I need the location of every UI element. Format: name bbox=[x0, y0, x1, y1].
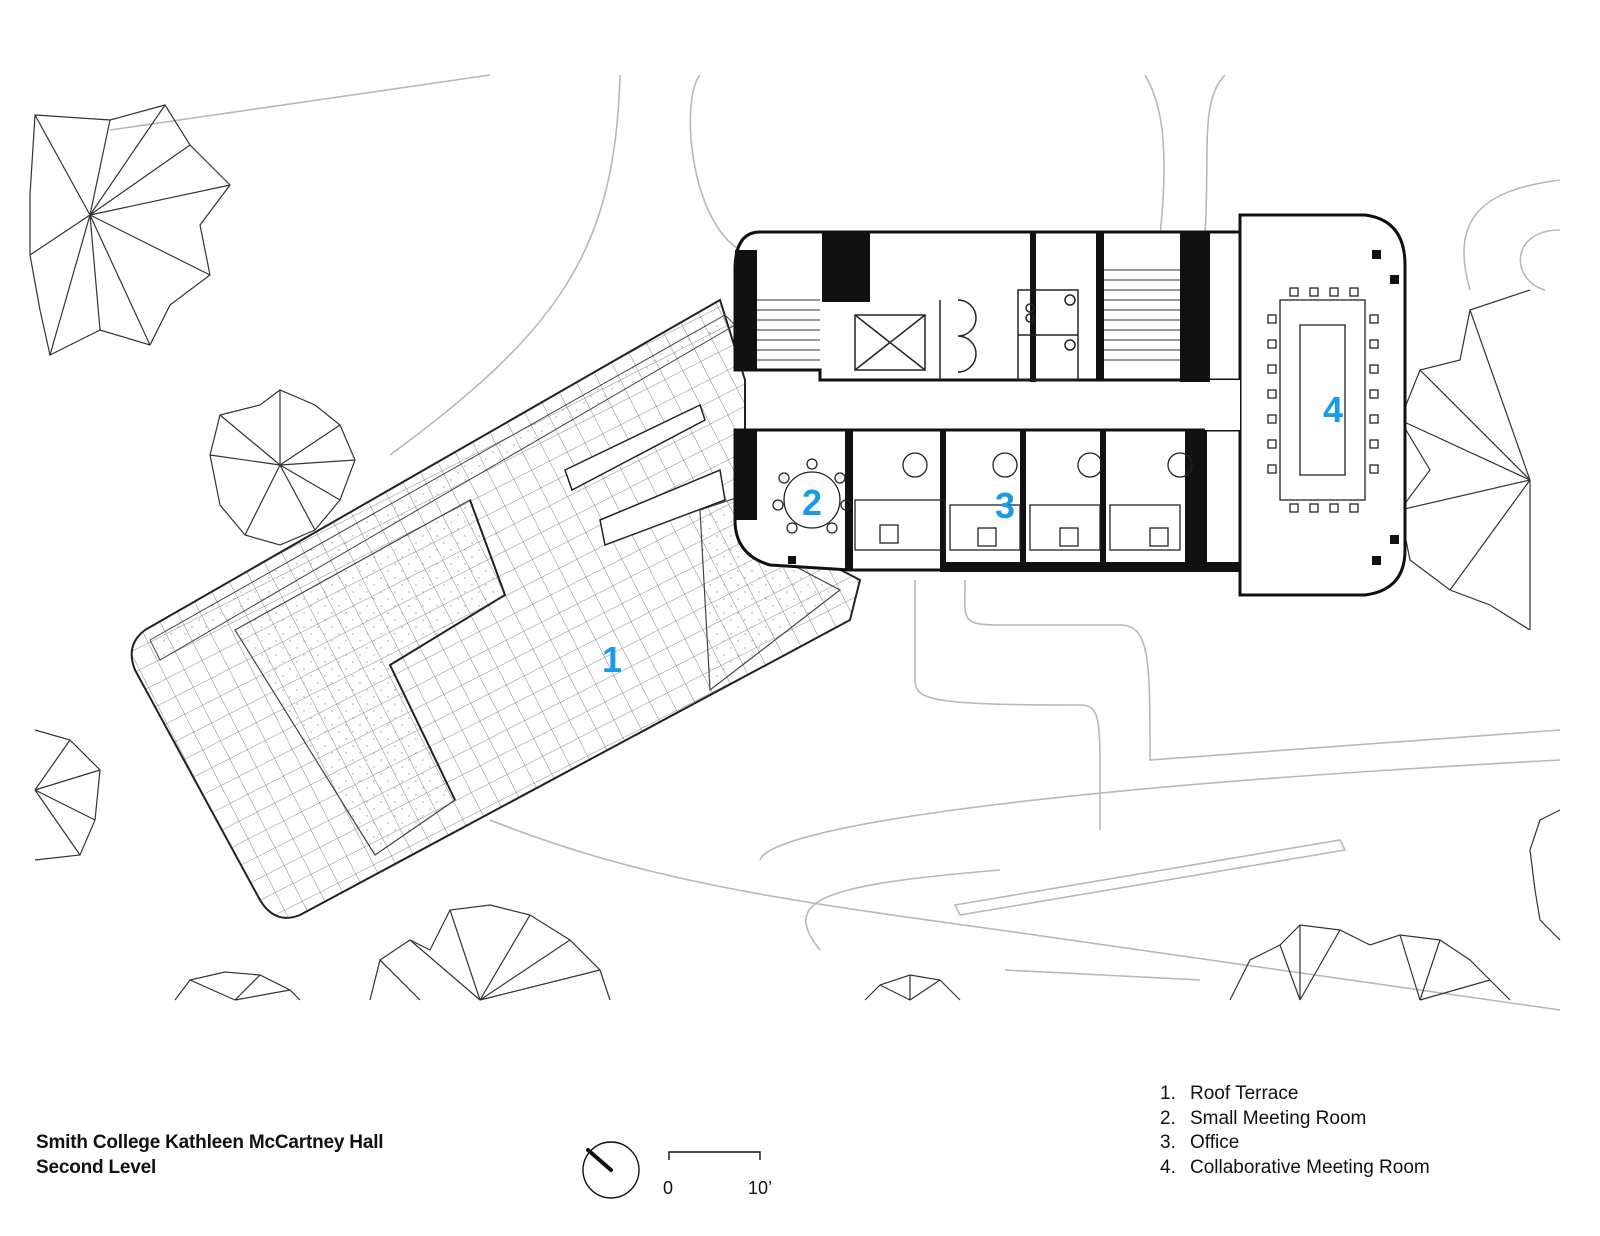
north-arrow-icon bbox=[582, 1141, 640, 1199]
legend-label: Small Meeting Room bbox=[1190, 1107, 1367, 1129]
tree-bottom-right bbox=[1229, 924, 1511, 1001]
legend-label: Roof Terrace bbox=[1190, 1083, 1299, 1104]
room-legend: 1. Roof Terrace 2. Small Meeting Room 3. Of… bbox=[1160, 1082, 1430, 1180]
drawing-title: Smith College Kathleen McCartney Hall Se… bbox=[36, 1130, 384, 1180]
restrooms bbox=[939, 289, 1079, 381]
terrace-inner-wall bbox=[388, 499, 507, 801]
legend-item: 1. Roof Terrace bbox=[1160, 1082, 1430, 1107]
solid-walls bbox=[735, 232, 1240, 572]
tree-top-left bbox=[29, 104, 231, 356]
collaborative-table bbox=[1267, 287, 1379, 513]
trees bbox=[29, 104, 1561, 1001]
roof-terrace bbox=[130, 298, 862, 919]
columns bbox=[788, 250, 1399, 565]
stairs bbox=[757, 269, 1180, 361]
legend-item: 4. Collaborative Meeting Room bbox=[1160, 1156, 1430, 1181]
office-furniture bbox=[854, 452, 1193, 551]
legend-number: 2. bbox=[1160, 1107, 1176, 1129]
room-labels: 1 2 3 4 bbox=[602, 389, 1343, 680]
terrace-inner-wall-2 bbox=[564, 403, 706, 492]
room-number-3: 3 bbox=[995, 485, 1015, 526]
tree-right bbox=[1399, 289, 1531, 631]
small-meeting-table bbox=[772, 458, 852, 534]
legend-label: Collaborative Meeting Room bbox=[1190, 1156, 1430, 1178]
scale-label-start: 0 bbox=[663, 1178, 674, 1198]
tree-right-bottom bbox=[1529, 809, 1561, 941]
tree-mid-left bbox=[209, 389, 356, 546]
room-number-4: 4 bbox=[1323, 389, 1343, 430]
room-number-1: 1 bbox=[602, 639, 622, 680]
scale-bar bbox=[668, 1151, 761, 1160]
site-paths bbox=[109, 74, 1561, 1011]
legend-item: 2. Small Meeting Room bbox=[1160, 1107, 1430, 1132]
legend-number: 4. bbox=[1160, 1156, 1176, 1178]
tree-bottom-left bbox=[174, 971, 301, 1001]
tree-left-edge bbox=[34, 729, 101, 861]
legend-label: Office bbox=[1190, 1132, 1240, 1153]
tree-bottom-center bbox=[369, 904, 611, 1001]
building-north-block bbox=[733, 230, 1247, 382]
scale-label-end: 10’ bbox=[748, 1178, 773, 1198]
tree-bottom-mid bbox=[864, 974, 961, 1001]
drawing-title-line2: Second Level bbox=[36, 1157, 157, 1178]
building bbox=[733, 213, 1407, 597]
drawing-title-line1: Smith College Kathleen McCartney Hall bbox=[36, 1132, 384, 1153]
legend-number: 3. bbox=[1160, 1132, 1176, 1153]
room-number-2: 2 bbox=[802, 482, 822, 523]
legend-number: 1. bbox=[1160, 1083, 1176, 1104]
corridor bbox=[1205, 380, 1240, 430]
terrace-outline bbox=[130, 298, 862, 919]
legend-item: 3. Office bbox=[1160, 1131, 1430, 1156]
terrace-stair-box bbox=[599, 468, 726, 547]
elevator bbox=[854, 314, 926, 371]
